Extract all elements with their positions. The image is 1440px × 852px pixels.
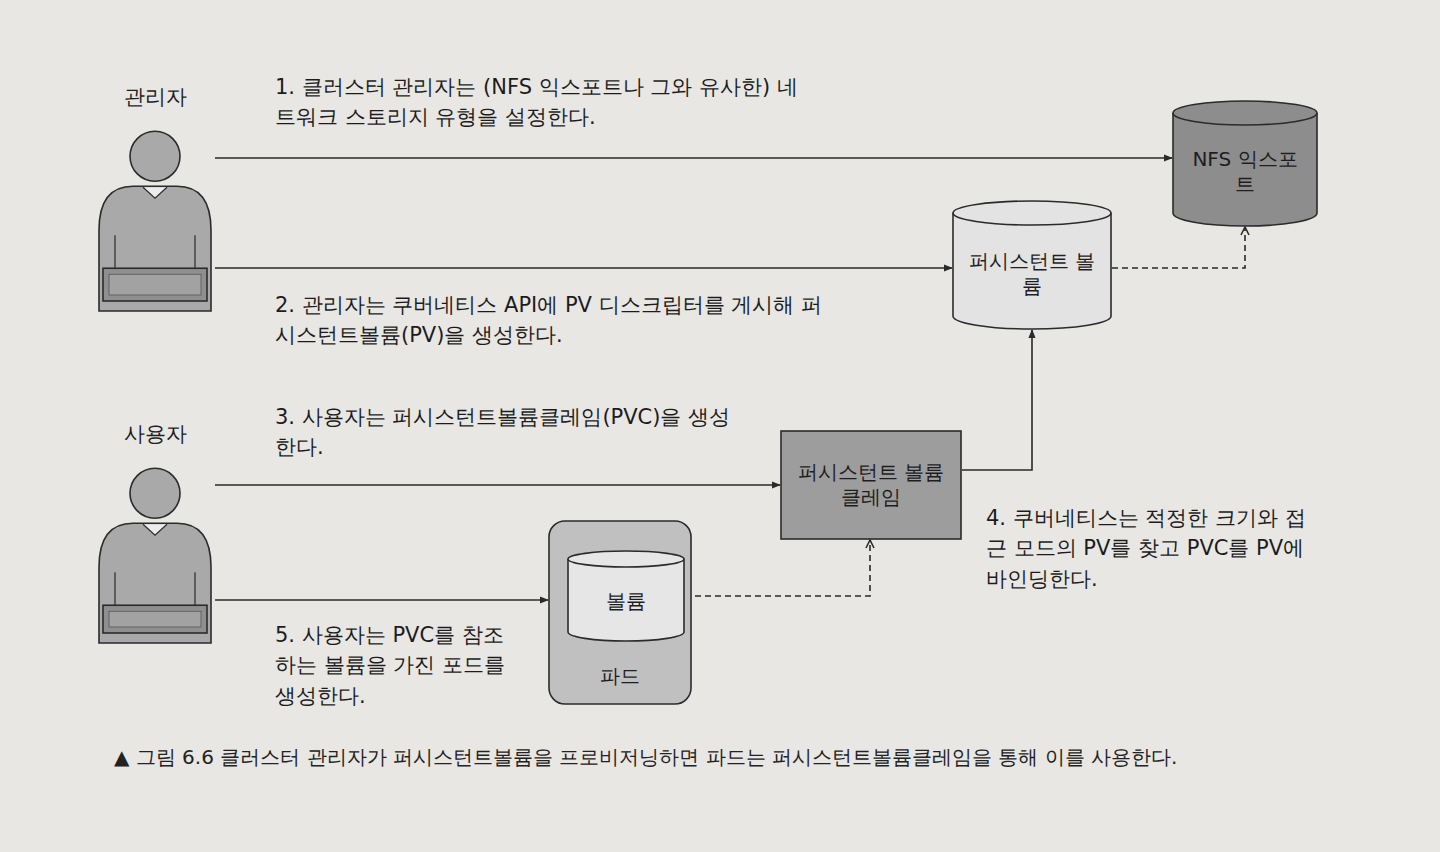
user-figure-outline (95, 421, 215, 645)
binding-link (1112, 227, 1245, 268)
figure-caption: ▲ 그림 6.6 클러스터 관리자가 퍼시스턴트볼륨을 프로비저닝하면 파드는 … (114, 740, 1314, 774)
admin-figure: 관리자 (95, 84, 215, 313)
node-label: 퍼시스턴트 볼륨 (966, 249, 1098, 299)
node-label: 퍼시스턴트 볼륨클레임 (794, 460, 948, 510)
role-label: 관리자 (95, 84, 215, 110)
storage-cylinder: NFS 익스포트 (1172, 100, 1318, 227)
binding-link (685, 540, 870, 596)
user-figure: 사용자 (95, 421, 215, 645)
role-label: 사용자 (95, 421, 215, 447)
step-note: 1. 클러스터 관리자는 (NFS 익스포트나 그와 유사한) 네트워크 스토리… (272, 72, 818, 133)
claim-box: 퍼시스턴트 볼륨클레임 (780, 430, 962, 540)
volume-cylinder: 볼륨 (567, 550, 685, 642)
admin-figure-outline (95, 84, 215, 313)
pod-box: 파드 볼륨 (548, 520, 692, 705)
flow-arrow (962, 330, 1032, 470)
flow-arrow (215, 484, 780, 486)
volume-cylinder: 퍼시스턴트 볼륨 (952, 200, 1112, 330)
step-note: 3. 사용자는 퍼시스턴트볼륨클레임(PVC)을 생성한다. (272, 402, 738, 463)
node-label: NFS 익스포트 (1186, 147, 1304, 197)
step-note: 2. 관리자는 쿠버네티스 API에 PV 디스크립터를 게시해 퍼시스턴트볼륨… (272, 290, 838, 351)
step-note: 4. 쿠버네티스는 적정한 크기와 접근 모드의 PV를 찾고 PVC를 PV에… (983, 503, 1319, 594)
node-label: 볼륨 (606, 589, 646, 614)
flow-arrow (215, 157, 1172, 159)
flow-arrow (215, 599, 548, 601)
flow-arrow (215, 267, 952, 269)
step-note: 5. 사용자는 PVC를 참조하는 볼륨을 가진 포드를 생성한다. (272, 620, 518, 711)
node-label: 파드 (600, 664, 640, 689)
